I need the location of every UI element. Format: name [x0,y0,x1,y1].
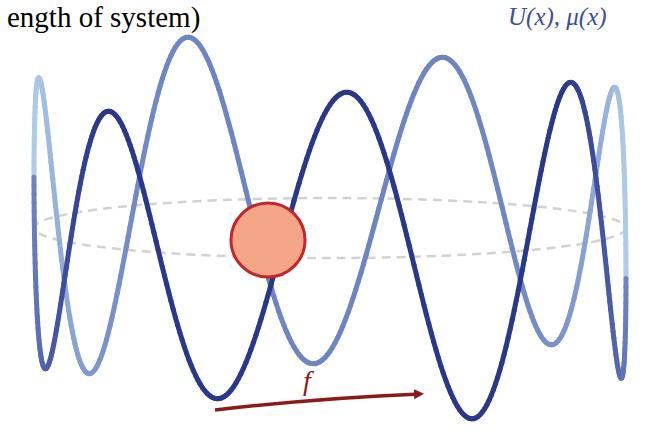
force-arrow [215,394,420,410]
ring-front [34,82,626,418]
ring-segment [623,279,628,287]
force-label: f [300,366,314,395]
ring-guide [34,198,626,258]
cut-caption: ength of system) [4,2,203,32]
function-label: U(x), μ(x) [505,4,610,30]
ring-back [34,37,626,373]
particle [231,203,305,277]
ring-segment [327,105,330,109]
